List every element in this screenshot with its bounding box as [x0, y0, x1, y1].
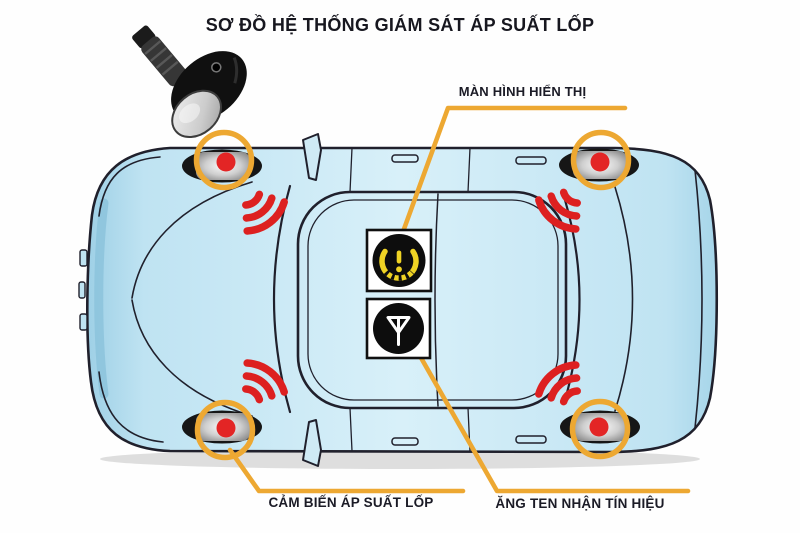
front-grille-mark — [78, 281, 86, 299]
sensor-highlight-ring — [569, 398, 631, 460]
car-shadow — [100, 449, 700, 469]
hood-line-bottom — [131, 299, 253, 417]
roof-inner-line — [307, 199, 559, 401]
door-handle — [391, 437, 419, 446]
sensor-dot — [589, 417, 609, 437]
front-grille-mark — [79, 249, 88, 267]
sensor-dot — [216, 152, 236, 172]
front-bumper-seam-top — [98, 156, 161, 217]
door-seam-center — [434, 193, 439, 407]
roof-outline — [296, 190, 568, 410]
connector-display-label — [401, 105, 628, 232]
front-bumper-shade — [94, 198, 109, 399]
wheel-sensor-front-right — [559, 129, 639, 191]
label-pressure-sensor: CẢM BIẾN ÁP SUẤT LỐP — [268, 495, 434, 510]
sensor-highlight-ring — [194, 399, 256, 461]
antenna-icon — [365, 297, 432, 360]
door-handle — [515, 435, 547, 444]
door-handle — [515, 156, 547, 165]
hood-line-top — [131, 181, 253, 299]
sensor-dot — [216, 418, 236, 438]
rear-bumper-seam — [694, 169, 703, 429]
front-grille-mark — [79, 313, 88, 331]
sensor-dot — [590, 152, 610, 172]
connector-sensor-label — [227, 447, 466, 494]
door-gap-lines — [349, 147, 471, 453]
diagram-title: SƠ ĐỒ HỆ THỐNG GIÁM SÁT ÁP SUẤT LỐP — [205, 15, 595, 35]
sensor-highlight-ring — [570, 129, 632, 191]
wheel-sensor-rear-right — [560, 398, 640, 460]
wheel-sensor-front-left — [182, 129, 262, 191]
connector-antenna-label — [417, 353, 691, 494]
door-handle — [391, 154, 419, 163]
tpms-sensor-photo — [132, 25, 247, 139]
wheel-sensor-rear-left — [182, 399, 262, 461]
front-bumper-seam-bottom — [98, 371, 164, 443]
tpms-warning-icon — [365, 228, 433, 293]
sensor-highlight-ring — [193, 129, 255, 191]
side-mirror-right — [302, 419, 322, 467]
label-display-screen: MÀN HÌNH HIỂN THỊ — [458, 84, 587, 99]
label-signal-antenna: ĂNG TEN NHẬN TÍN HIỆU — [495, 496, 665, 511]
side-mirror-left — [302, 133, 322, 181]
trunk-seam — [614, 186, 634, 412]
